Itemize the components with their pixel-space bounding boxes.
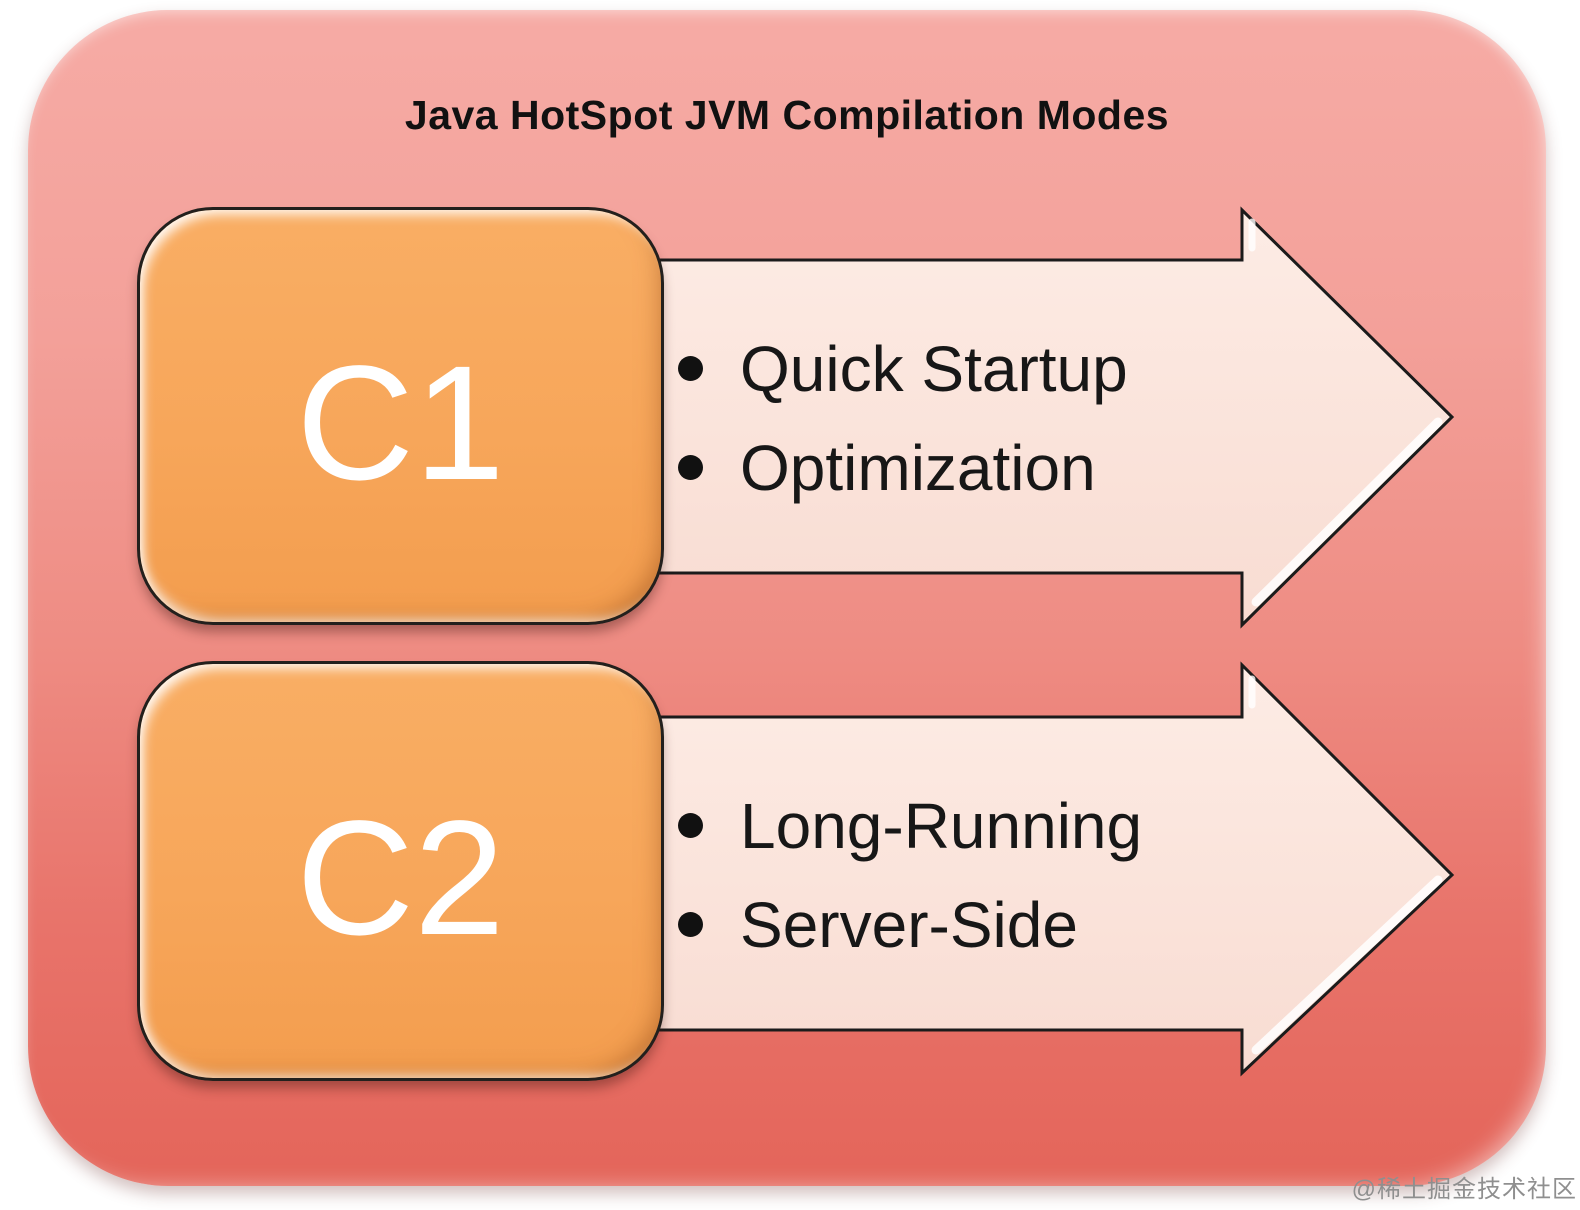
bullet-item: Quick Startup: [672, 319, 1232, 418]
bullet-list-c1: Quick Startup Optimization: [672, 262, 1232, 574]
bullet-label: Optimization: [740, 431, 1096, 504]
bullet-label: Server-Side: [740, 888, 1078, 961]
bullet-dot-icon: [678, 455, 703, 480]
bullet-list-c2: Long-Running Server-Side: [672, 719, 1232, 1031]
page-title: Java HotSpot JVM Compilation Modes: [404, 92, 1170, 138]
bullet-dot-icon: [678, 356, 703, 381]
node-c1-label: C1: [296, 330, 505, 514]
arrow-right-icon: [653, 661, 1455, 1077]
bullet-dot-icon: [678, 912, 703, 937]
node-c2: C2: [137, 661, 664, 1081]
bullet-label: Quick Startup: [740, 332, 1128, 405]
bullet-item: Server-Side: [672, 875, 1232, 974]
watermark: @稀土掘金技术社区: [1351, 1176, 1577, 1203]
node-c2-label: C2: [296, 785, 505, 969]
bullet-label: Long-Running: [740, 789, 1143, 862]
bullet-item: Optimization: [672, 418, 1232, 517]
arrow-right-icon: [653, 206, 1455, 629]
bullet-dot-icon: [678, 813, 703, 838]
bullet-item: Long-Running: [672, 776, 1232, 875]
node-c1: C1: [137, 207, 664, 625]
